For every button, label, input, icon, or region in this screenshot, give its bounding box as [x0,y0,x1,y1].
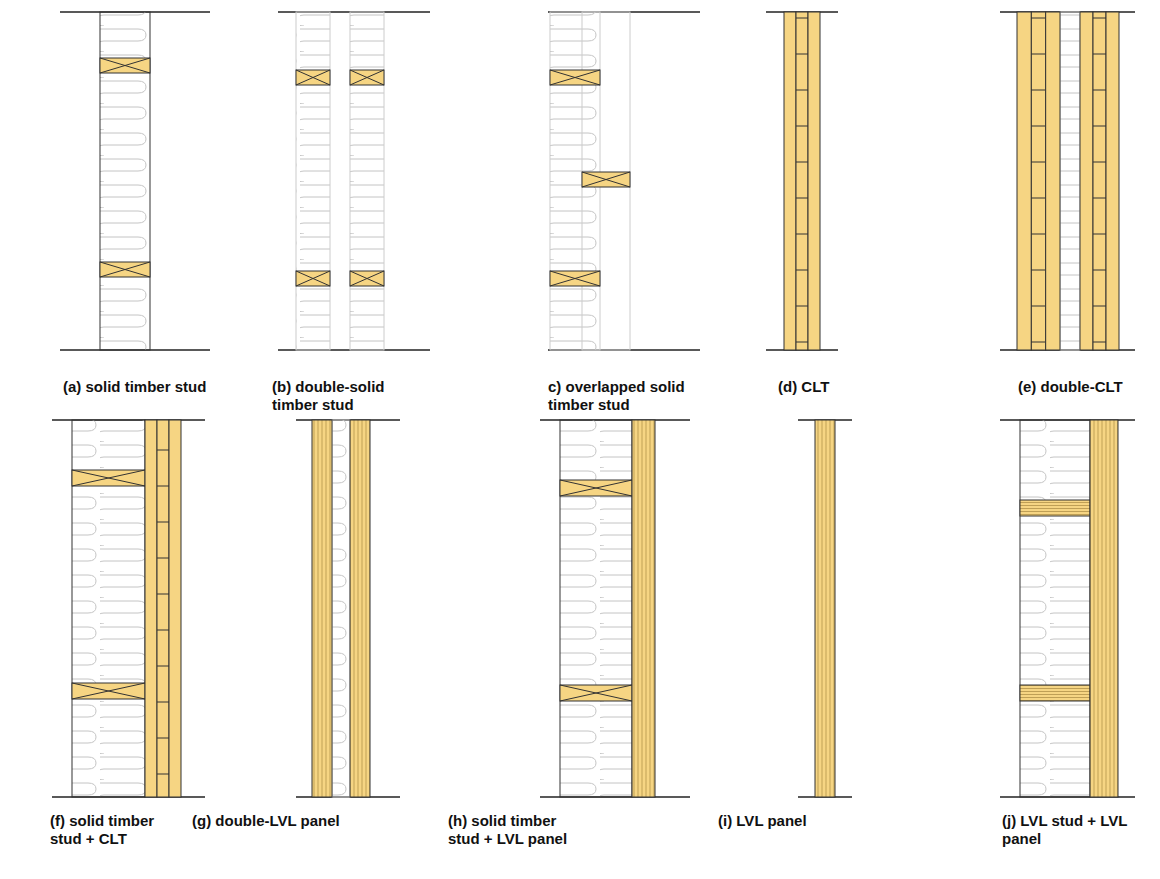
stud-cross [550,271,600,286]
timber-stud [550,70,600,85]
stud-cross [296,70,330,85]
stud-cross [296,70,330,85]
caption: (g) double-LVL panel [192,812,392,830]
clt-layer [1080,12,1093,350]
lvl-panel [632,420,655,797]
clt-layer [145,420,157,797]
caption: (b) double-solid timber stud [272,378,412,414]
stud-cross [550,271,600,286]
stud-cross [560,480,632,496]
caption: c) overlapped solid timber stud [548,378,718,414]
timber-stud [550,271,600,286]
clt-layer [1017,12,1031,350]
stud-cross [350,271,384,286]
clt-layer [157,420,169,797]
timber-stud [100,262,150,277]
stud-cross [72,683,145,699]
stud-cross [550,70,600,85]
stud-cross [296,271,330,286]
timber-stud [296,271,330,286]
stud-cross [350,271,384,286]
timber-stud [350,70,384,85]
stud-cross [100,262,150,277]
stud-cross [350,70,384,85]
stud-cross [350,70,384,85]
stud-cross [100,58,150,73]
caption: (f) solid timber stud + CLT [50,812,180,848]
caption: (h) solid timber stud + LVL panel [448,812,588,848]
timber-stud [100,58,150,73]
stud-cross [582,172,630,187]
stud-cross [560,480,632,496]
lvl-panel [815,420,835,797]
timber-stud [582,172,630,187]
clt-layer [784,12,796,350]
lvl-stud [1020,685,1090,701]
stud-cross [72,470,145,486]
timber-stud [72,470,145,486]
clt-layer [796,12,808,350]
timber-stud [296,70,330,85]
timber-stud [560,480,632,496]
lvl-panel [1090,420,1118,797]
clt-layer [169,420,181,797]
stud-cross [296,271,330,286]
stud-cross [100,58,150,73]
timber-stud [72,683,145,699]
stud-cross [72,470,145,486]
stud-cross [550,70,600,85]
stud-cross [582,172,630,187]
caption: (a) solid timber stud [63,378,263,396]
lvl-panel [312,420,332,797]
lvl-stud [1020,500,1090,516]
clt-layer [1106,12,1119,350]
caption: (d) CLT [778,378,898,396]
caption: (i) LVL panel [718,812,838,830]
stud-cross [100,262,150,277]
timber-stud [350,271,384,286]
clt-layer [1093,12,1106,350]
clt-layer [1031,12,1045,350]
caption: (e) double-CLT [1018,378,1148,396]
stud-cross [560,685,632,701]
stud-cross [72,683,145,699]
stud-cross [560,685,632,701]
clt-layer [1046,12,1060,350]
caption: (j) LVL stud + LVL panel [1002,812,1132,848]
timber-stud [560,685,632,701]
lvl-panel [350,420,370,797]
clt-layer [808,12,820,350]
